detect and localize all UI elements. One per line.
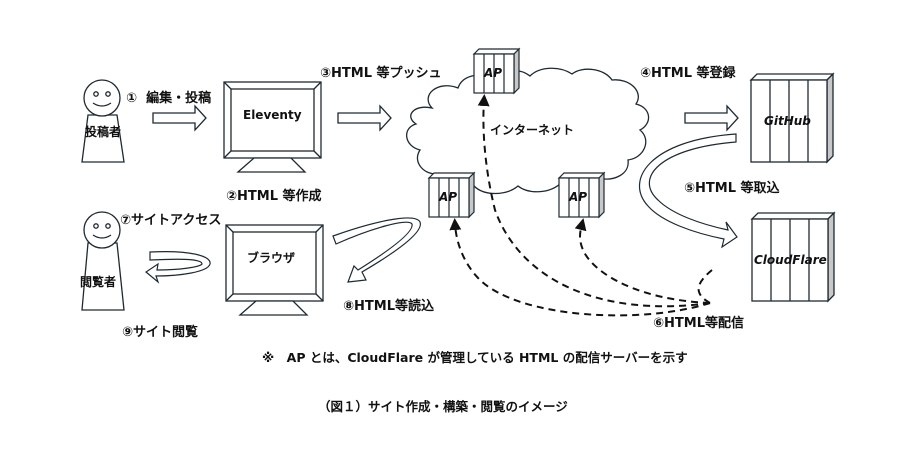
browser-screen-label: ブラウザ [247,251,296,265]
eleventy-monitor [223,81,322,173]
step-3-number: ③ [320,66,332,81]
cloudflare-server [750,211,836,303]
step-6-number: ⑥ [653,316,665,331]
step-1-number: ① [126,91,138,106]
poster-figure [81,79,125,163]
step-8-label: ⑧HTML等読込 [343,300,434,313]
viewer-label: 閲覧者 [80,275,117,289]
dashed-from-cloudflare [697,269,713,304]
step-9-number: ⑨ [122,325,134,340]
arrow-load-html [332,217,421,283]
arrow-import [638,133,738,249]
step-7-text: サイトアクセス [131,213,222,228]
step-6-label: ⑥HTML等配信 [653,317,744,330]
ap-note: ※ AP とは、CloudFlare が管理している HTML の配信サーバーを… [262,350,688,365]
arrow-site-access [144,251,211,284]
step-4-number: ④ [640,66,652,81]
ap-server-top [472,47,521,95]
poster-label: 投稿者 [85,125,122,139]
poster-head [83,79,121,117]
step-2-label: ②HTML 等作成 [226,190,322,203]
step-9-text: サイト閲覧 [133,325,199,340]
dashed-distribution-curves [449,94,713,317]
figure-caption: （図１）サイト作成・構築・閲覧のイメージ [318,399,568,414]
step-3-label: ③HTML 等プッシュ [320,67,442,80]
step-8-text: HTML等読込 [354,299,434,314]
step-5-text: HTML 等取込 [695,181,780,196]
arrow-push [337,104,392,132]
step-5-label: ⑤HTML 等取込 [684,182,780,195]
step-1-label: ① 編集・投稿 [126,92,211,105]
dashed-to-ap-top [477,94,711,308]
dashed-to-ap-left [449,218,711,317]
ap-server-right [557,171,606,219]
step-3-text: HTML 等プッシュ [331,66,442,81]
viewer-head [83,211,121,249]
internet-label: インターネット [490,123,575,137]
step-2-number: ② [226,189,238,204]
ap-right-label: AP [569,190,588,204]
browser-monitor [225,224,324,316]
viewer-figure [81,211,125,311]
step-7-number: ⑦ [120,213,132,228]
step-2-text: HTML 等作成 [237,189,322,204]
github-label: GitHub [764,114,811,128]
step-4-text: HTML 等登録 [651,66,736,81]
step-9-label: ⑨サイト閲覧 [122,326,198,339]
step-4-label: ④HTML 等登録 [640,67,736,80]
step-7-label: ⑦サイトアクセス [120,214,221,227]
step-1-text: 編集・投稿 [146,91,212,106]
ap-top-label: AP [484,66,503,80]
ap-left-label: AP [439,190,458,204]
eleventy-screen-label: Eleventy [243,108,302,122]
dashed-to-ap-right [574,218,711,304]
github-server [749,72,835,164]
step-8-number: ⑧ [343,299,355,314]
cloudflare-label: CloudFlare [754,253,827,267]
arrow-register [684,104,739,132]
step-6-text: HTML等配信 [664,316,744,331]
step-5-number: ⑤ [684,181,696,196]
arrow-edit-post [152,104,207,132]
ap-server-left [427,171,476,219]
